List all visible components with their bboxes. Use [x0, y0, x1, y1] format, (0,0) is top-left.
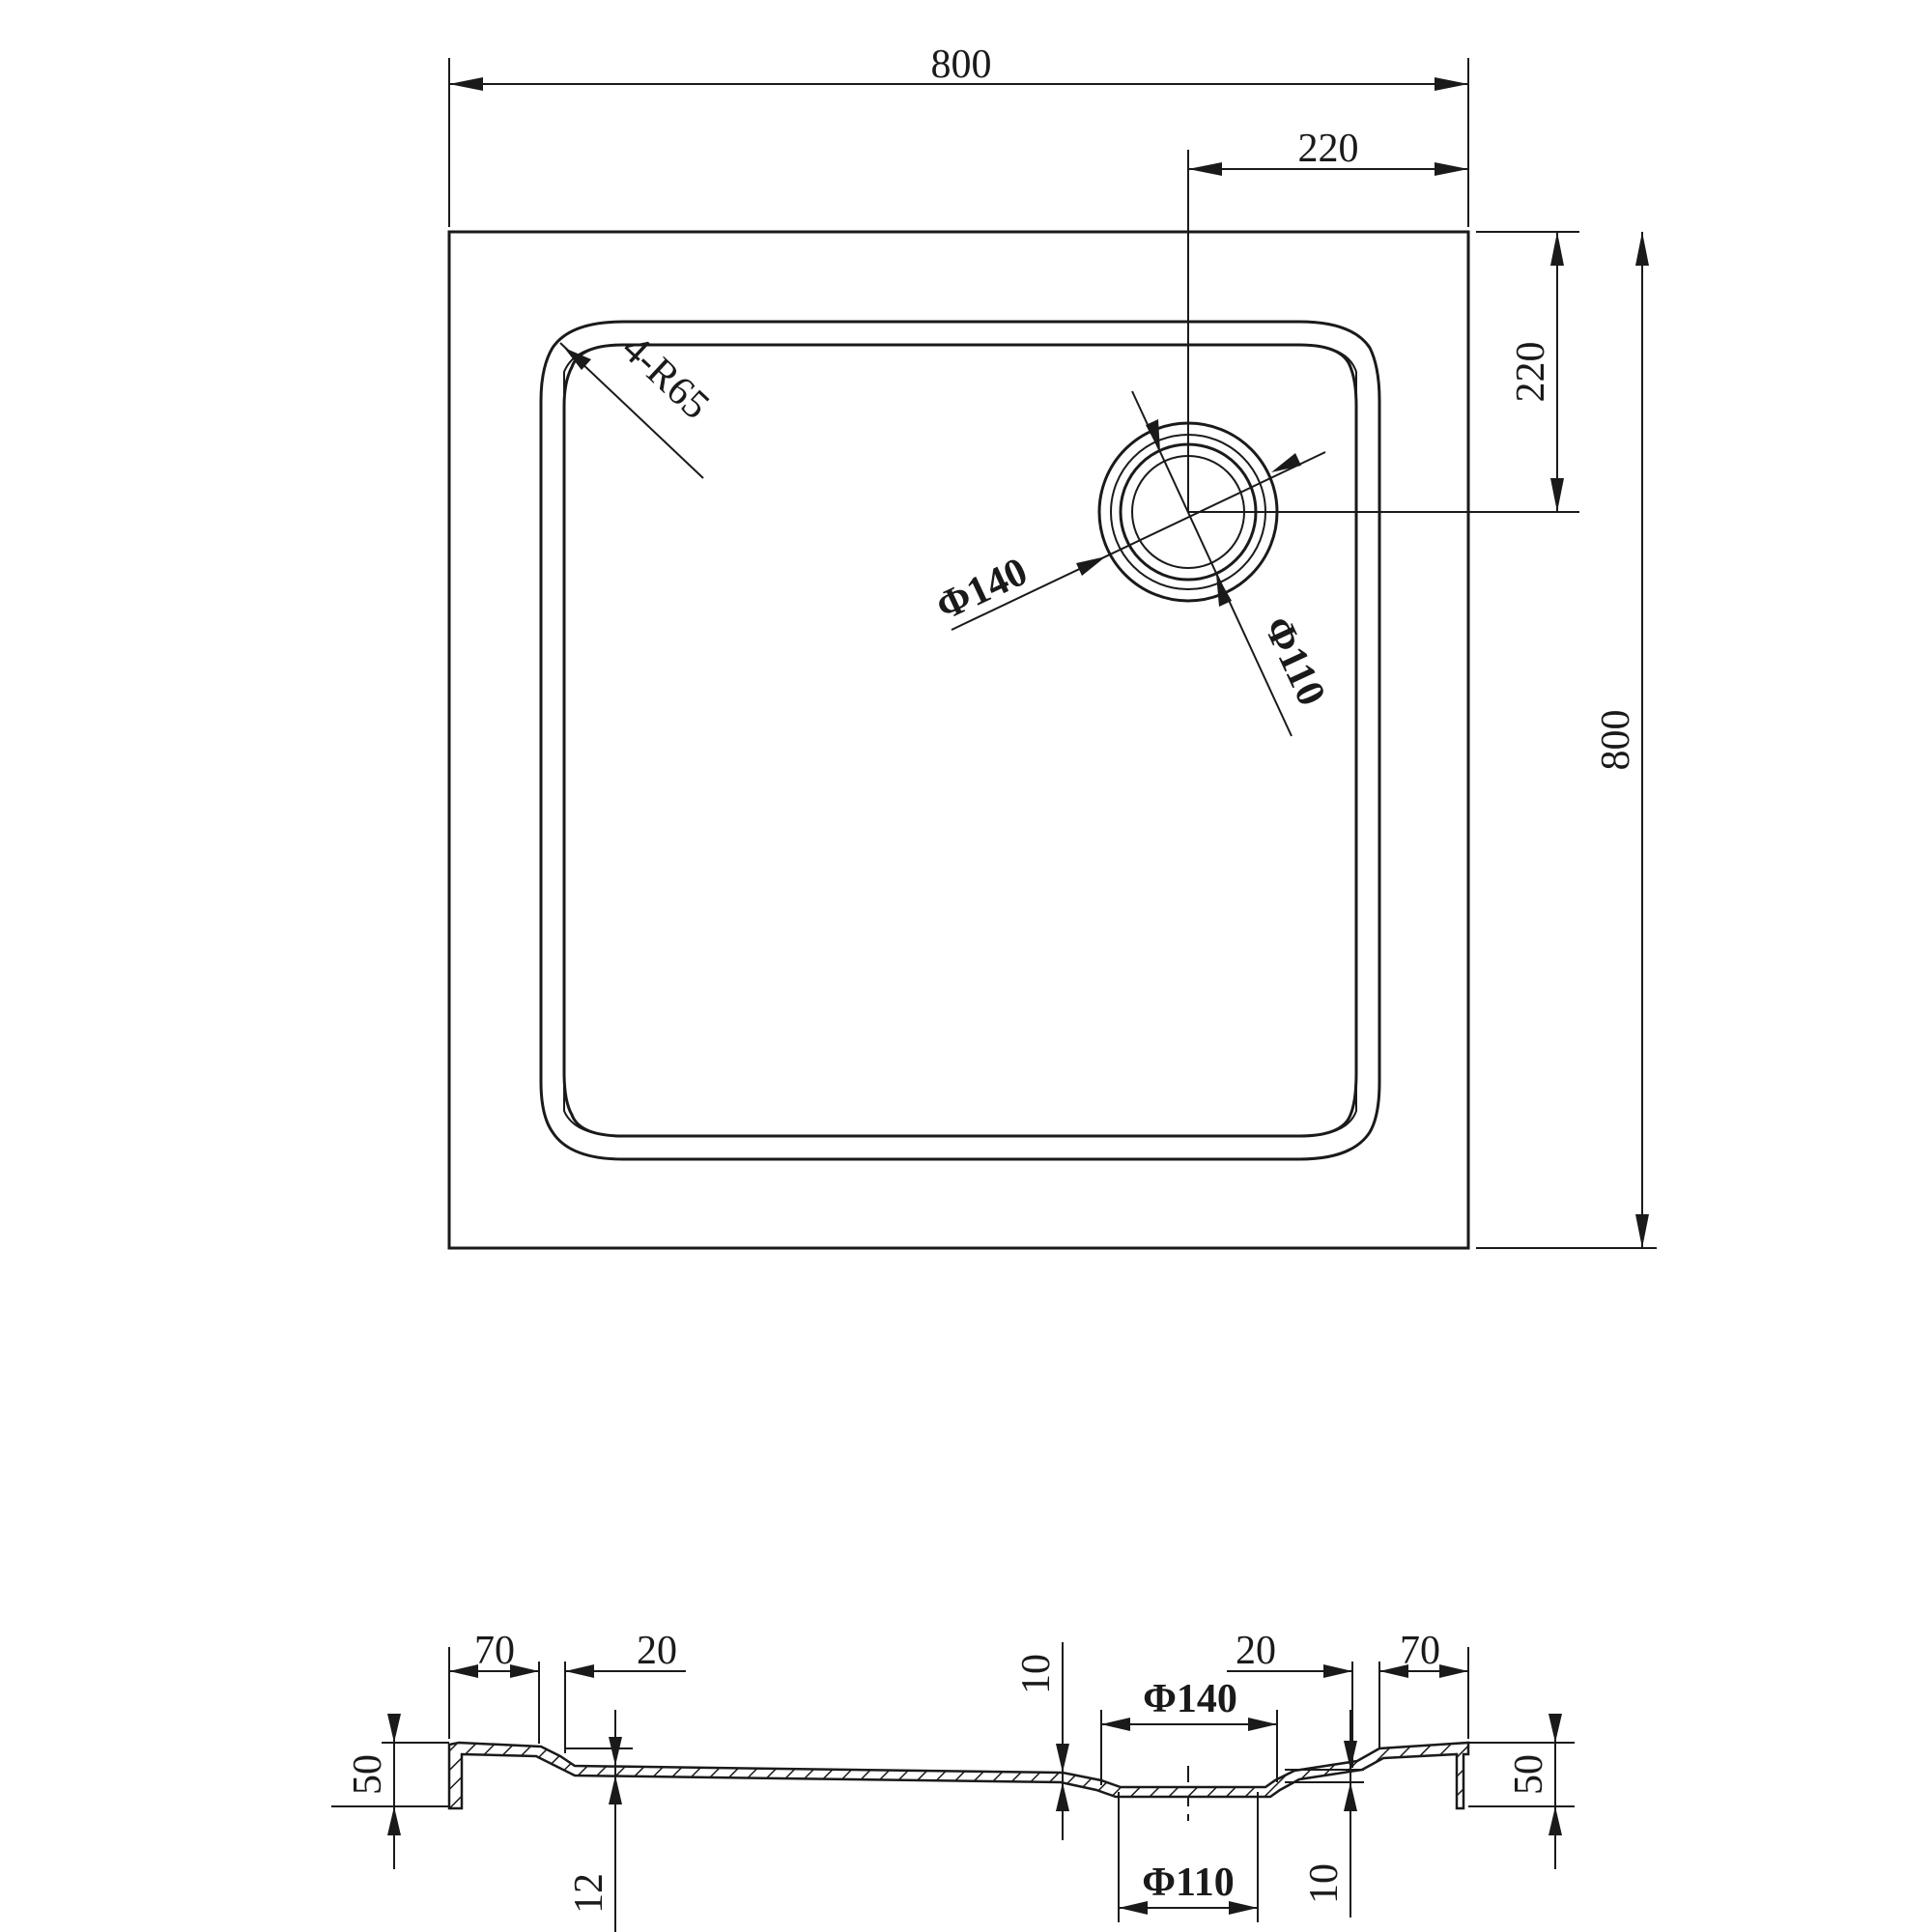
arrow-icon	[1271, 453, 1301, 472]
arrow-icon	[1323, 1664, 1352, 1678]
rim-right-label: 70	[1400, 1629, 1440, 1673]
dim-drain-y-label: 220	[1509, 342, 1553, 403]
slope-left-label: 20	[637, 1629, 677, 1673]
section-view: 50 50 70 20 12 10 Φ140	[331, 1629, 1575, 1932]
arrow-icon	[1216, 574, 1232, 607]
slope-right-label: 20	[1236, 1629, 1276, 1673]
arrow-icon	[449, 1664, 478, 1678]
arrow-icon	[1344, 1741, 1357, 1770]
plan-view: 800 220 220 800 4-R65 Φ140 Φ110	[447, 43, 1657, 1250]
arrow-icon	[1056, 1782, 1069, 1811]
dim-width-label: 800	[931, 43, 992, 87]
height-left-label: 50	[346, 1754, 390, 1795]
section-drain-outer-label: Φ140	[1143, 1677, 1237, 1721]
arrow-icon	[1188, 162, 1222, 176]
arrow-icon	[1248, 1718, 1277, 1731]
arrow-icon	[1056, 1744, 1069, 1773]
dim-drain-x-label: 220	[1298, 127, 1359, 171]
arrow-icon	[1548, 1714, 1562, 1743]
arrow-icon	[1635, 232, 1649, 266]
arrow-icon	[1344, 1782, 1357, 1811]
drain-inner-diameter-label: Φ110	[1255, 611, 1334, 713]
arrow-icon	[565, 1664, 594, 1678]
arrow-icon	[387, 1806, 401, 1835]
arrow-icon	[1635, 1214, 1649, 1248]
arrow-icon	[609, 1737, 622, 1766]
drain-outer-diameter-label: Φ140	[929, 550, 1034, 630]
arrow-icon	[1076, 556, 1106, 576]
arrow-icon	[1379, 1664, 1408, 1678]
height-right-label: 50	[1507, 1754, 1551, 1795]
drop-drain-label: 10	[1302, 1863, 1347, 1904]
arrow-icon	[1119, 1901, 1148, 1915]
arrow-icon	[1439, 1664, 1468, 1678]
tray-section-profile	[447, 1741, 1470, 1810]
arrow-icon	[1229, 1901, 1258, 1915]
arrow-icon	[1548, 1806, 1562, 1835]
basin-outer-edge	[539, 320, 1381, 1161]
rim-left-label: 70	[474, 1629, 515, 1673]
basin-floor-edge	[562, 343, 1358, 1138]
tray-outline	[447, 230, 1470, 1250]
arrow-icon	[1550, 478, 1564, 512]
floor-thickness-label: 12	[567, 1873, 611, 1914]
arrow-icon	[510, 1664, 539, 1678]
arrow-icon	[609, 1776, 622, 1804]
arrow-icon	[1550, 232, 1564, 266]
arrow-icon	[387, 1714, 401, 1743]
drain-outer-leader	[951, 451, 1326, 631]
corner-radius-label: 4-R65	[613, 327, 718, 428]
arrow-icon	[449, 77, 483, 91]
section-drain-inner-label: Φ110	[1142, 1861, 1235, 1905]
arrow-icon	[1435, 162, 1468, 176]
arrow-icon	[1101, 1718, 1130, 1731]
basin-lip-edge	[563, 344, 1357, 1137]
arrow-icon	[1146, 419, 1160, 452]
arrow-icon	[1435, 77, 1468, 91]
arrow-icon	[564, 348, 591, 370]
drop-center-label: 10	[1014, 1654, 1059, 1694]
dim-depth-label: 800	[1594, 710, 1638, 771]
